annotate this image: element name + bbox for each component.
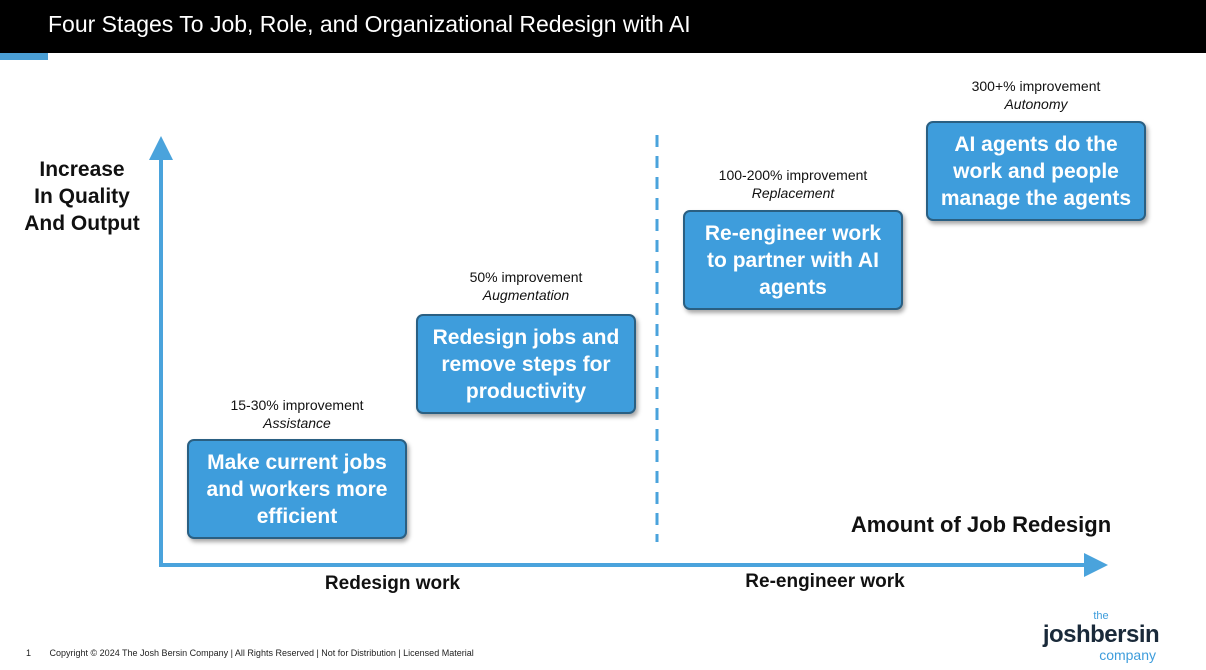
x-axis-label: Amount of Job Redesign (850, 512, 1112, 537)
stage-2-name: Augmentation (482, 287, 570, 303)
y-axis-label-line-2: In Quality (34, 185, 130, 208)
stage-1-box: Make current jobs and workers more effic… (187, 439, 407, 539)
page-number: 1 (26, 648, 32, 658)
stage-3-name: Replacement (751, 185, 835, 201)
stage-1-improvement: 15-30% improvement (230, 397, 364, 413)
stage-4-name: Autonomy (1004, 96, 1068, 112)
logo-bottom-text: company (1099, 647, 1156, 663)
stage-2-caption: 50% improvement Augmentation (416, 268, 636, 304)
region-label-redesign: Redesign work (324, 573, 461, 594)
slide-title: Four Stages To Job, Role, and Organizati… (48, 11, 691, 37)
copyright-text: Copyright © 2024 The Josh Bersin Company… (49, 648, 474, 658)
stage-4-improvement: 300+% improvement (971, 78, 1101, 94)
stage-3-caption: 100-200% improvement Replacement (683, 166, 903, 202)
y-axis-label: Increase In Quality And Output (12, 156, 152, 237)
title-bar: Four Stages To Job, Role, and Organizati… (0, 0, 1206, 53)
company-logo: the joshbersin company (1036, 610, 1166, 662)
stage-3-box: Re-engineer work to partner with AI agen… (683, 210, 903, 310)
stage-1-caption: 15-30% improvement Assistance (187, 396, 407, 432)
stage-2-box: Redesign jobs and remove steps for produ… (416, 314, 636, 414)
stage-4-box: AI agents do the work and people manage … (926, 121, 1146, 221)
y-axis-label-line-1: Increase (39, 158, 125, 181)
stage-3-improvement: 100-200% improvement (718, 167, 868, 183)
stage-2-improvement: 50% improvement (469, 269, 583, 285)
title-accent-bar (0, 53, 48, 60)
logo-top-text: the (1093, 610, 1109, 622)
logo-main-text: joshbersin (1042, 621, 1160, 648)
y-axis-label-line-3: And Output (24, 212, 140, 235)
stage-1-name: Assistance (263, 415, 331, 431)
stage-4-caption: 300+% improvement Autonomy (926, 77, 1146, 113)
region-label-reengineer: Re-engineer work (745, 571, 905, 592)
footer: 1 Copyright © 2024 The Josh Bersin Compa… (26, 648, 474, 658)
